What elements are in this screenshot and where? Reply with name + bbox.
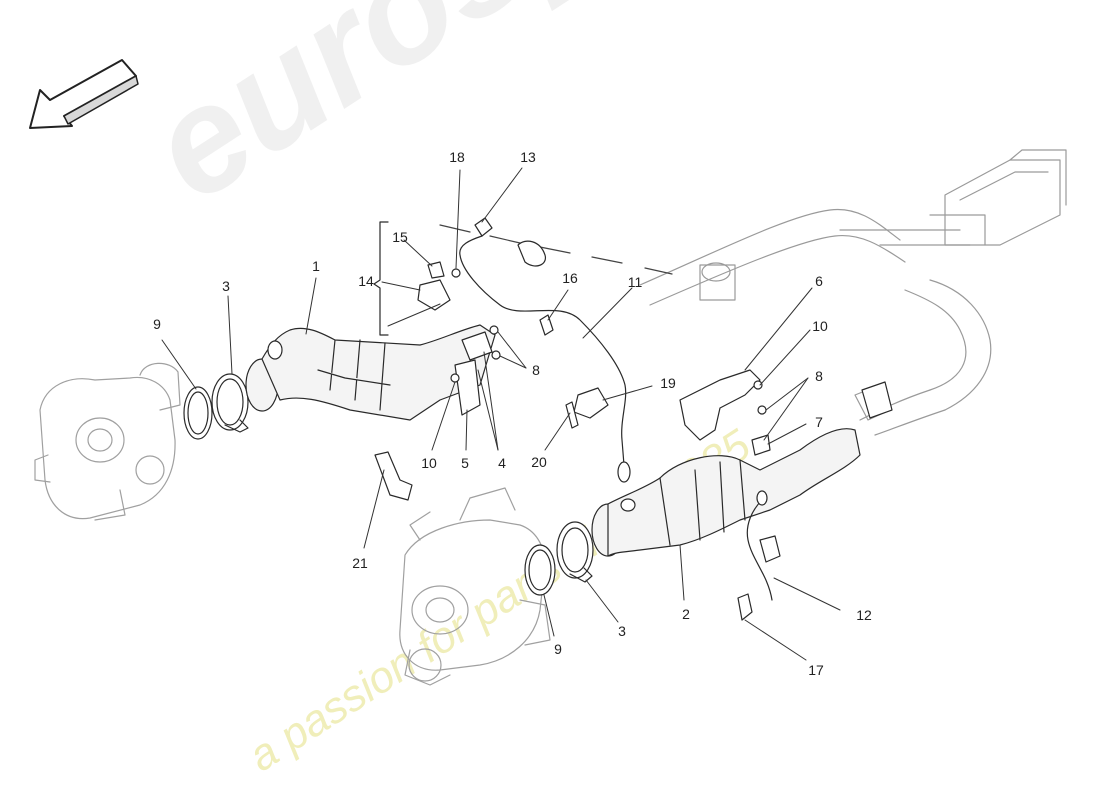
gasket-right <box>524 544 556 596</box>
callout-part-5: 5 <box>461 455 469 471</box>
direction-arrow-icon <box>29 59 139 129</box>
callout-part-7: 7 <box>815 414 823 430</box>
rear-clamp <box>861 381 893 419</box>
bolt-20 <box>565 401 579 429</box>
callout-part-18: 18 <box>449 149 465 165</box>
callout-part-3-lower: 3 <box>618 623 626 639</box>
right-turbo-ghost <box>399 487 551 686</box>
nut-8 <box>757 405 767 415</box>
callout-part-10-right: 10 <box>812 318 828 334</box>
bracket-19 <box>573 387 609 419</box>
callout-part-16: 16 <box>562 270 578 286</box>
callout-part-21: 21 <box>352 555 368 571</box>
callout-part-9-upper: 9 <box>153 316 161 332</box>
bracket-6 <box>679 369 761 441</box>
washer-7 <box>751 434 771 456</box>
callout-part-8-left: 8 <box>532 362 540 378</box>
callout-part-2: 2 <box>682 606 690 622</box>
callout-part-14: 14 <box>358 273 374 289</box>
callout-part-13: 13 <box>520 149 536 165</box>
callout-part-10-left: 10 <box>421 455 437 471</box>
callout-part-9-lower: 9 <box>554 641 562 657</box>
catalyst-pipe-left <box>245 324 496 421</box>
group-brace-14 <box>373 221 389 336</box>
callout-part-20: 20 <box>531 454 547 470</box>
lambda-sensor-13 <box>459 217 631 483</box>
nut-10-left <box>450 373 460 383</box>
leader-lines <box>161 167 841 661</box>
bracket-21 <box>374 451 413 501</box>
catalyst-pipe-right <box>591 428 861 557</box>
callout-part-11: 11 <box>627 274 643 290</box>
lambda-sensor-12 <box>746 490 781 601</box>
sensor-17 <box>737 593 753 621</box>
callout-part-6: 6 <box>815 273 823 289</box>
bolt-18 <box>451 268 461 278</box>
nut-8-left <box>489 325 499 335</box>
callout-part-15: 15 <box>392 229 408 245</box>
sensor-16 <box>539 314 554 336</box>
rear-exhaust-ghost <box>639 149 1067 436</box>
callout-part-17: 17 <box>808 662 824 678</box>
left-turbo-ghost <box>34 362 181 521</box>
callout-part-1: 1 <box>312 258 320 274</box>
centre-line <box>439 224 673 275</box>
nut-8-left-2 <box>491 350 501 360</box>
callout-part-3-upper: 3 <box>222 278 230 294</box>
clamp-left <box>211 373 249 433</box>
clamp-right <box>556 521 594 583</box>
nut-10 <box>753 380 763 390</box>
bracket-5 <box>454 359 481 416</box>
callout-part-8-right: 8 <box>815 368 823 384</box>
gasket-left <box>183 386 213 440</box>
callout-part-12: 12 <box>856 607 872 623</box>
callout-part-4: 4 <box>498 455 506 471</box>
callout-part-19: 19 <box>660 375 676 391</box>
bracket-14 <box>417 279 451 311</box>
